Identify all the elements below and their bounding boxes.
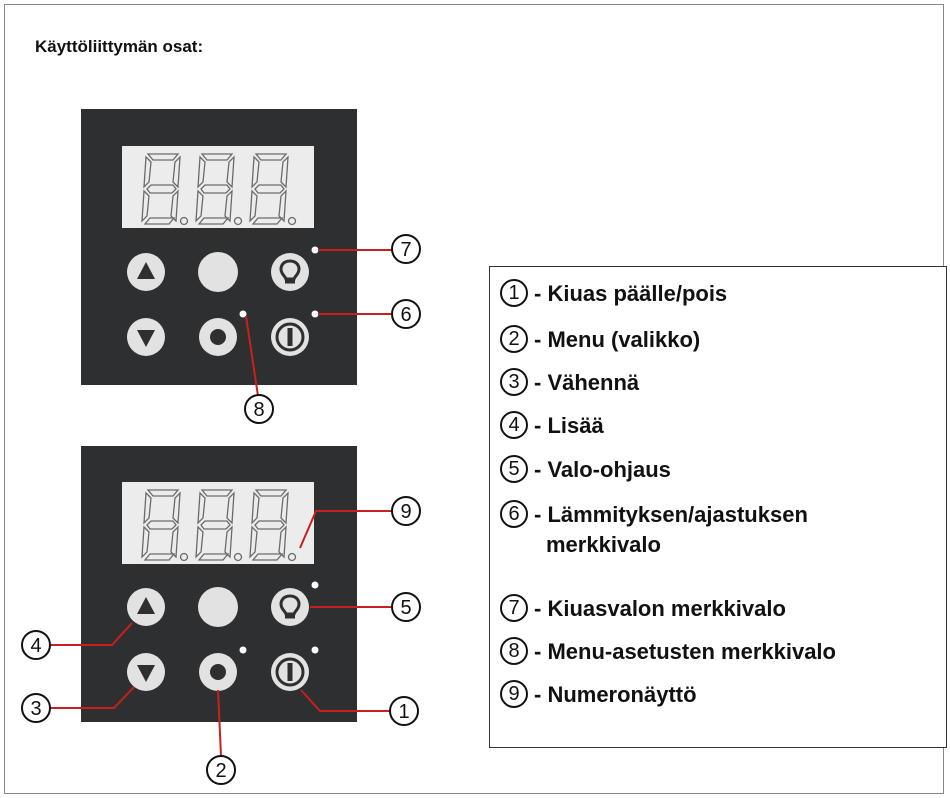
legend-item-3: 3 - Vähennä bbox=[500, 368, 639, 398]
svg-text:6: 6 bbox=[400, 304, 411, 326]
legend-number-7: 7 bbox=[500, 594, 528, 622]
callout-5: 5 bbox=[391, 592, 421, 622]
legend-item-1: 1 - Kiuas päälle/pois bbox=[500, 279, 727, 309]
legend-box: 1 - Kiuas päälle/pois 2 - Menu (valikko)… bbox=[489, 266, 947, 748]
top-menu-indicator-dot bbox=[239, 310, 247, 318]
legend-text-2: - Menu (valikko) bbox=[534, 327, 701, 352]
legend-text-8: - Menu-asetusten merkkivalo bbox=[534, 639, 836, 664]
svg-text:5: 5 bbox=[400, 597, 411, 619]
legend-number-3: 3 bbox=[500, 368, 528, 396]
legend-item-8: 8 - Menu-asetusten merkkivalo bbox=[500, 637, 836, 667]
top-heating-indicator-dot bbox=[311, 310, 319, 318]
legend-item-9: 9 - Numeronäyttö bbox=[500, 680, 697, 710]
bottom-up-button[interactable] bbox=[127, 588, 165, 626]
pointer-line-8 bbox=[245, 315, 259, 397]
legend-item-2: 2 - Menu (valikko) bbox=[500, 325, 700, 355]
top-up-button[interactable] bbox=[127, 253, 165, 291]
page-title: Käyttöliittymän osat: bbox=[35, 37, 204, 56]
bottom-down-button[interactable] bbox=[127, 653, 165, 691]
legend-number-2: 2 bbox=[500, 325, 528, 353]
bottom-control-panel: 9 5 4 3 1 2 bbox=[21, 446, 421, 785]
svg-text:1: 1 bbox=[398, 701, 409, 723]
legend-text-6: - Lämmityksen/ajastuksen bbox=[534, 502, 808, 527]
pointer-line-4 bbox=[50, 622, 133, 646]
pointer-line-3 bbox=[50, 686, 135, 709]
legend-number-4: 4 bbox=[500, 411, 528, 439]
callout-3: 3 bbox=[21, 693, 51, 723]
bottom-menu-button[interactable] bbox=[199, 653, 237, 691]
callout-8: 8 bbox=[244, 394, 274, 424]
callout-7: 7 bbox=[391, 234, 421, 264]
legend-text-7: - Kiuasvalon merkkivalo bbox=[534, 596, 786, 621]
legend-number-6: 6 bbox=[500, 500, 528, 528]
top-control-panel: 7 6 8 bbox=[81, 109, 421, 424]
top-power-button[interactable] bbox=[269, 316, 311, 358]
top-down-button[interactable] bbox=[127, 318, 165, 356]
callout-4: 4 bbox=[21, 630, 51, 660]
top-blank-button[interactable] bbox=[198, 252, 238, 292]
top-light-indicator-dot bbox=[311, 246, 319, 254]
callout-9: 9 bbox=[391, 496, 421, 526]
bottom-heating-indicator-dot bbox=[311, 646, 319, 654]
legend-text-4: - Lisää bbox=[534, 413, 604, 438]
legend-number-9: 9 bbox=[500, 680, 528, 708]
legend-number-5: 5 bbox=[500, 455, 528, 483]
pointer-line-9 bbox=[299, 510, 392, 549]
callout-1: 1 bbox=[389, 696, 419, 726]
svg-text:3: 3 bbox=[30, 698, 41, 720]
bottom-menu-indicator-dot bbox=[239, 646, 247, 654]
legend-number-1: 1 bbox=[500, 279, 528, 307]
bottom-light-indicator-dot bbox=[311, 581, 319, 589]
legend-text-9: - Numeronäyttö bbox=[534, 682, 697, 707]
legend-text-1: - Kiuas päälle/pois bbox=[534, 281, 728, 306]
legend-text-3: - Vähennä bbox=[534, 370, 640, 395]
legend-item-5: 5 - Valo-ohjaus bbox=[500, 455, 671, 485]
bottom-light-button[interactable] bbox=[269, 586, 311, 628]
bottom-blank-button[interactable] bbox=[198, 587, 238, 627]
svg-text:4: 4 bbox=[30, 635, 41, 657]
pointer-line-2 bbox=[217, 689, 222, 757]
svg-text:8: 8 bbox=[253, 399, 264, 421]
legend-item-4: 4 - Lisää bbox=[500, 411, 604, 441]
svg-text:7: 7 bbox=[400, 239, 411, 261]
svg-text:9: 9 bbox=[400, 501, 411, 523]
legend-text-6-line2: merkkivalo bbox=[546, 532, 661, 557]
bottom-power-button[interactable] bbox=[269, 651, 311, 693]
callout-2: 2 bbox=[206, 755, 236, 785]
legend-item-7: 7 - Kiuasvalon merkkivalo bbox=[500, 594, 786, 624]
legend-text-5: - Valo-ohjaus bbox=[534, 457, 671, 482]
pointer-line-1 bbox=[300, 689, 390, 712]
callout-6: 6 bbox=[391, 299, 421, 329]
legend-number-8: 8 bbox=[500, 637, 528, 665]
top-light-button[interactable] bbox=[269, 251, 311, 293]
svg-text:2: 2 bbox=[215, 760, 226, 782]
top-menu-button[interactable] bbox=[199, 318, 237, 356]
legend-item-6: 6 - Lämmityksen/ajastuksen merkkivalo bbox=[500, 500, 808, 560]
